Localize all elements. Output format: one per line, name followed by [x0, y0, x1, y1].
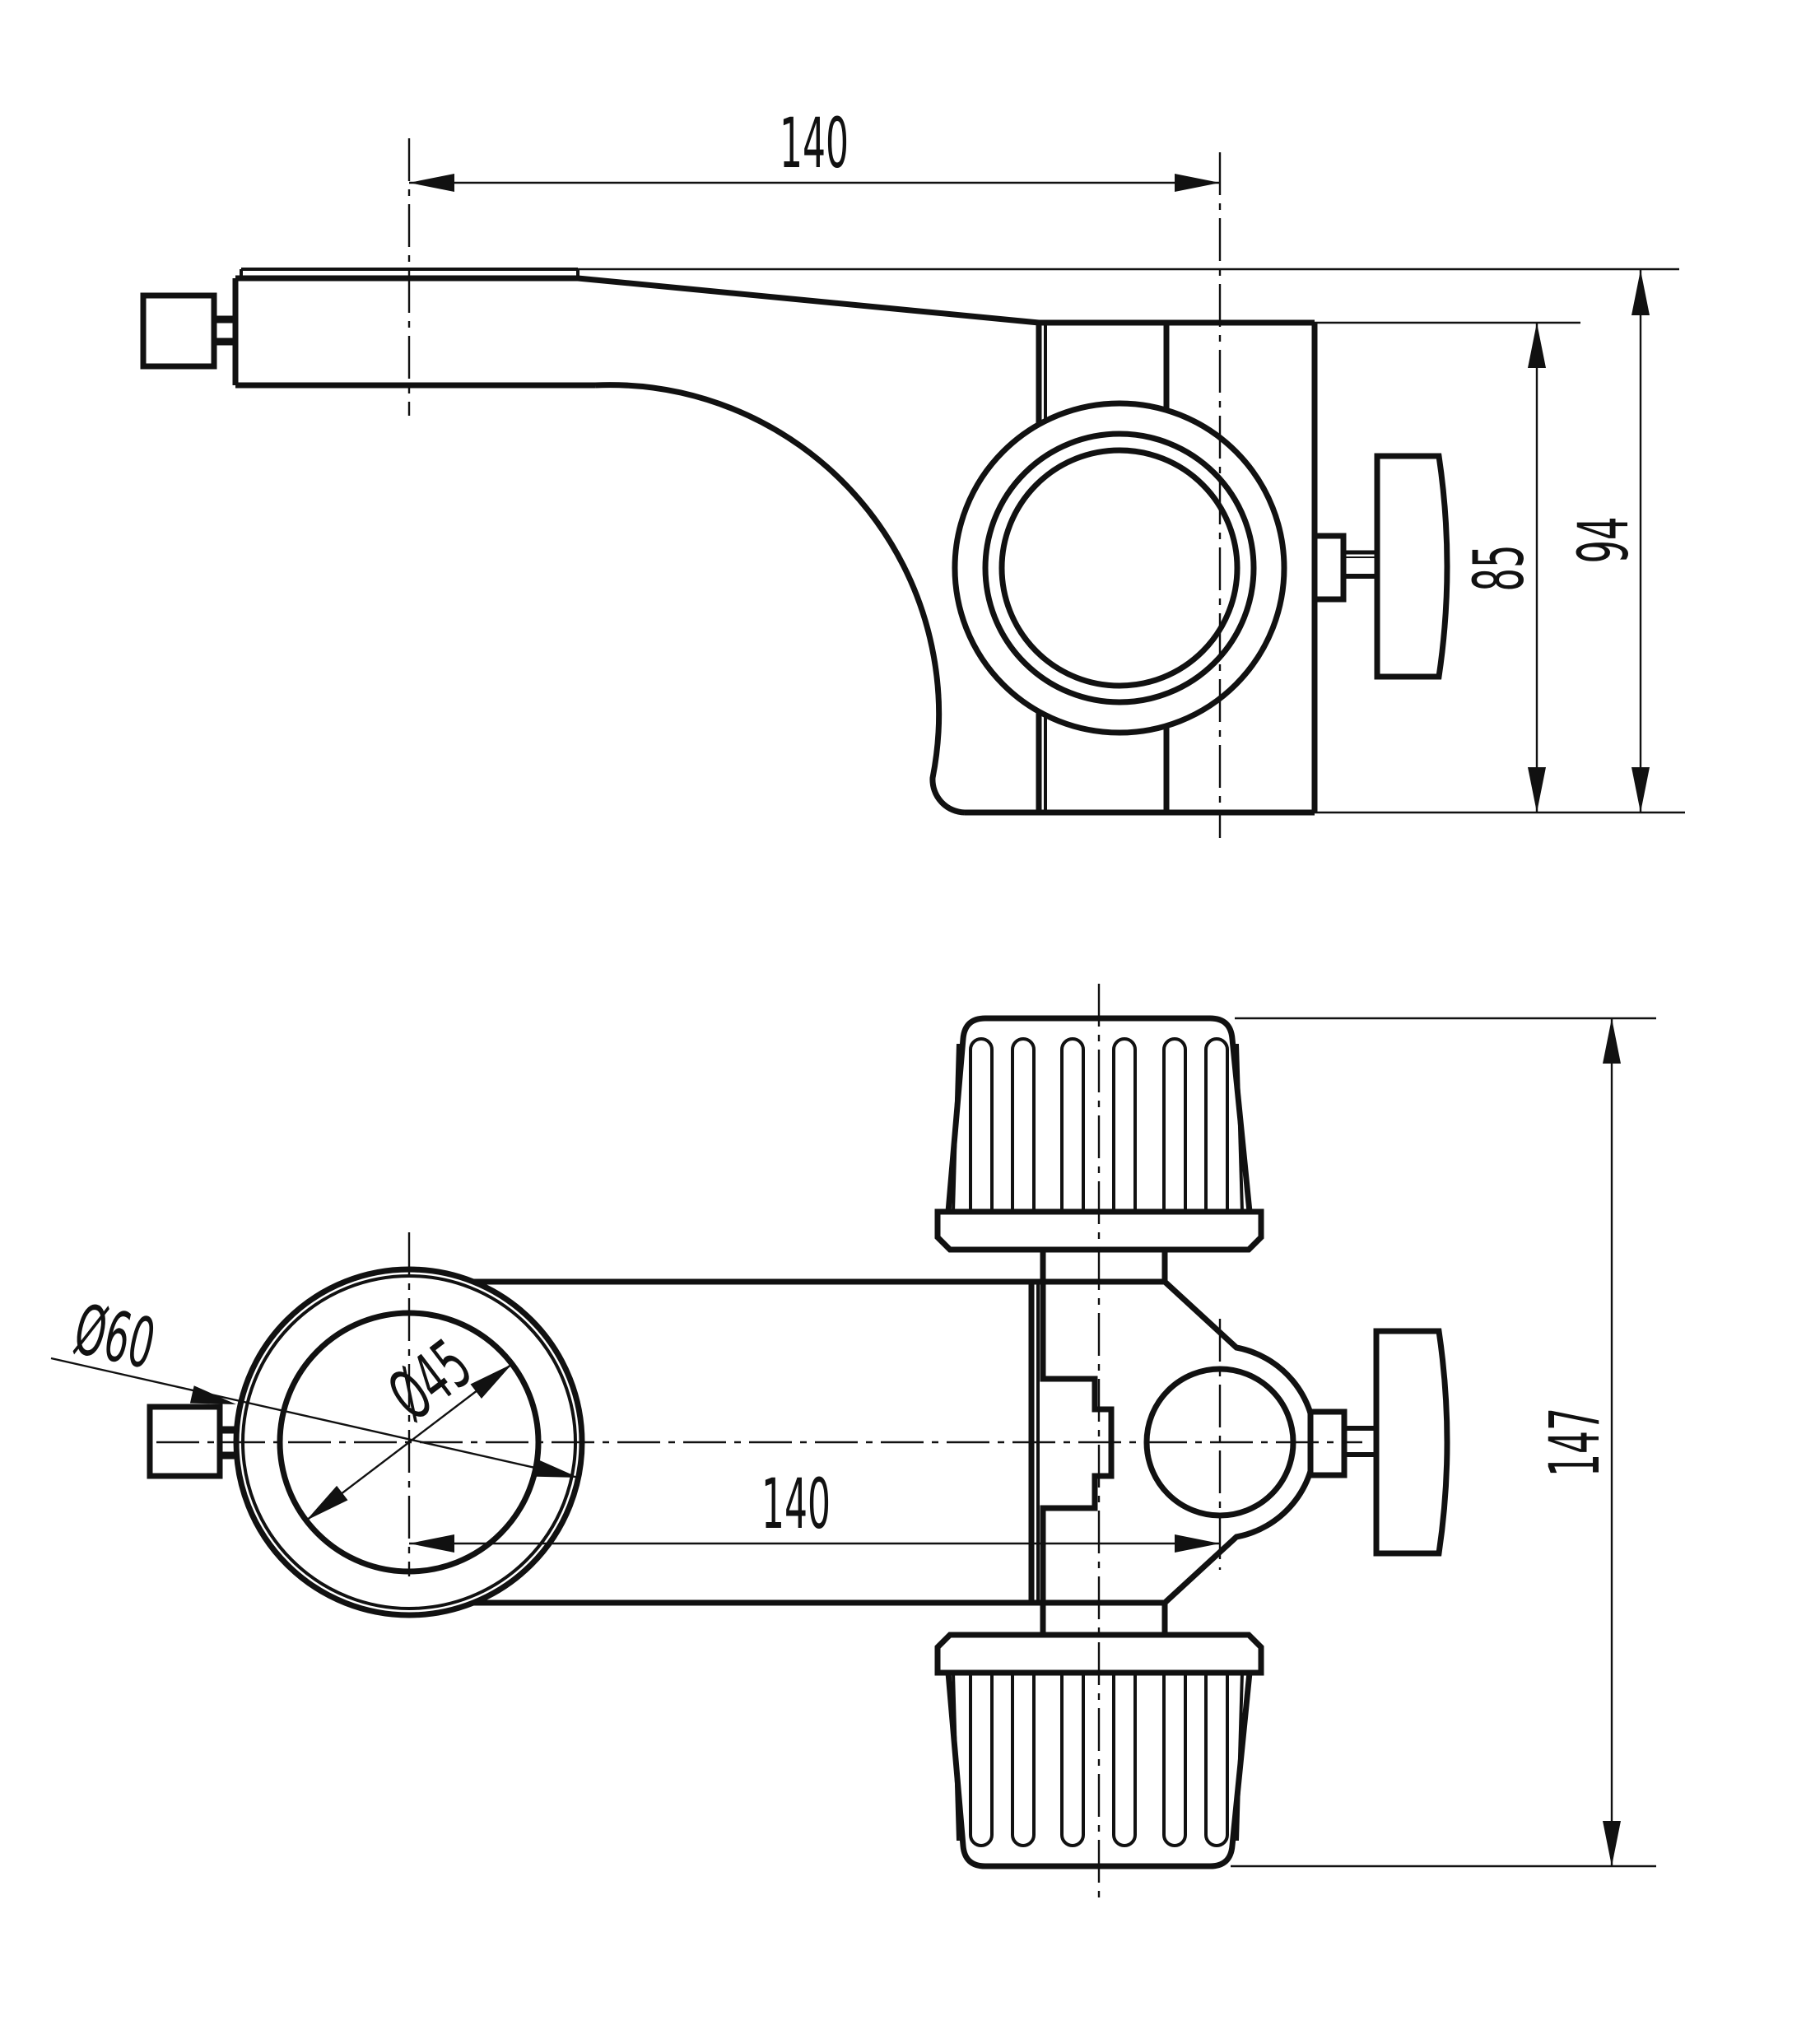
side-arm-bottom-curve: [594, 382, 966, 816]
dim-side-140: 140: [409, 103, 1220, 192]
dim-side-94: 94: [965, 270, 1685, 814]
side-arm-taper: [577, 275, 1040, 326]
dim-plan-d45-label: Ø45: [375, 1325, 486, 1436]
dim-plan-d60: Ø60: [50, 1288, 580, 1479]
side-bore-inner: [998, 447, 1240, 689]
dim-side-85: 85: [1315, 321, 1580, 812]
side-view: 140 85 94: [140, 103, 1685, 838]
side-left-knob: [140, 292, 217, 370]
dim-side-85-label: 85: [1459, 545, 1539, 592]
side-right-bracket: [1311, 533, 1347, 603]
plan-bottom-flange: [934, 1632, 1264, 1676]
plan-top-knob: [934, 1015, 1264, 1282]
side-bore-mid: [982, 431, 1257, 705]
dim-plan-d60-label: Ø60: [67, 1288, 162, 1385]
dim-plan-147: 147: [1231, 1017, 1656, 1868]
plan-top-flange: [934, 1208, 1264, 1253]
side-right-knob: [1374, 453, 1450, 680]
side-bore-outer: [952, 400, 1287, 736]
dim-plan-140-label: 140: [761, 1464, 831, 1544]
plan-right-bracket: [1307, 1408, 1348, 1478]
plan-arm-edges: [473, 1278, 1165, 1606]
plan-bottom-knob: [934, 1603, 1264, 1869]
dim-side-94-label: 94: [1563, 517, 1644, 564]
plan-view: Ø60 Ø45 140 147: [50, 984, 1656, 1903]
plan-right-knob: [1373, 1328, 1450, 1557]
dim-plan-140: 140: [409, 1464, 1220, 1553]
dim-plan-147-label: 147: [1534, 1408, 1615, 1477]
side-block-outline: [965, 319, 1318, 816]
dim-side-140-label: 140: [780, 103, 849, 184]
